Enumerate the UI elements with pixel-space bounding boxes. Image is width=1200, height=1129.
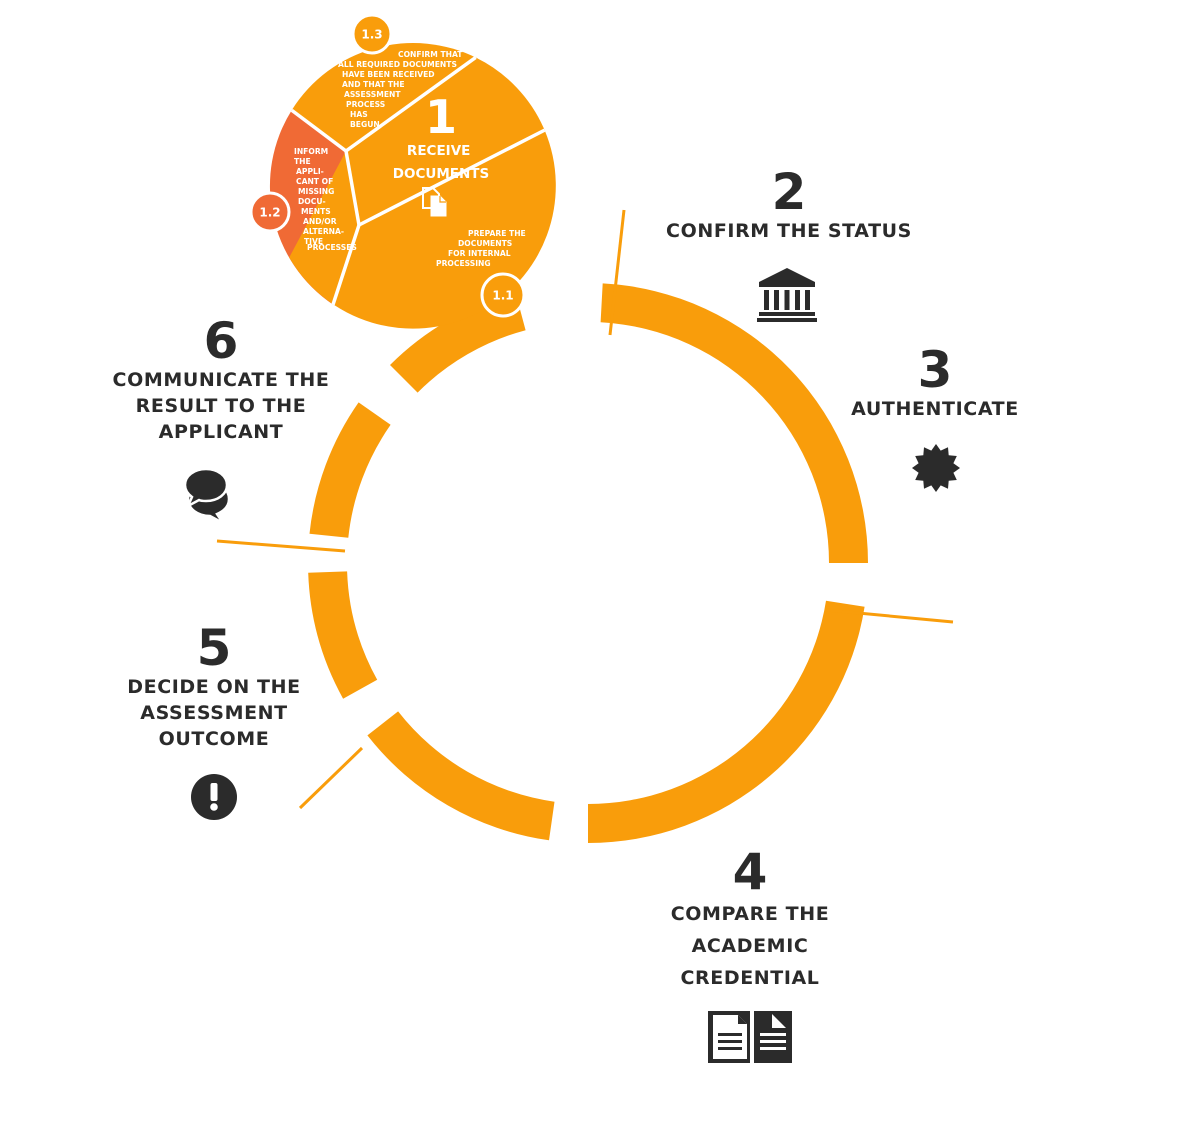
step-6-label: 6 COMMUNICATE THE RESULT TO THE APPLICAN…	[90, 315, 352, 445]
step1-pie: 1 RECEIVE DOCUMENTS CONFIRM THAT ALL REQ…	[249, 13, 556, 329]
compare-documents-icon	[708, 1011, 792, 1063]
step-2-title: CONFIRM THE STATUS	[666, 220, 912, 242]
separator-line	[608, 209, 626, 336]
svg-text:1.3: 1.3	[361, 28, 382, 42]
pie-divider	[290, 108, 348, 153]
exclamation-circle-icon	[191, 774, 237, 820]
step-3-label: 3 AUTHENTICATE	[836, 344, 1034, 422]
pie-divider	[358, 128, 546, 227]
step-5-title: DECIDE ON THE ASSESSMENT OUTCOME	[127, 676, 301, 750]
svg-text:1.2: 1.2	[259, 206, 280, 220]
badge-1.1: 1.1	[480, 272, 526, 318]
badge-1.2: 1.2	[249, 191, 291, 233]
seal-badge-icon	[912, 444, 960, 492]
pie-text-1.3: CONFIRM THAT ALL REQUIRED DOCUMENTS HAVE…	[338, 50, 465, 129]
ring-segment-1-2	[390, 292, 526, 393]
step-4-title: COMPARE THE ACADEMIC CREDENTIAL	[670, 903, 830, 989]
pie-segment-main	[346, 57, 545, 225]
step-2-number: 2	[771, 163, 807, 221]
step-5-number: 5	[196, 619, 232, 677]
pie-divider	[331, 224, 361, 306]
step-6-title: COMMUNICATE THE RESULT TO THE APPLICANT	[112, 369, 330, 443]
pie-segment-1.3	[291, 43, 478, 151]
step-4-number: 4	[732, 843, 768, 901]
separator-line	[216, 539, 346, 553]
pie-divider	[344, 150, 361, 226]
step-2-label: 2 CONFIRM THE STATUS	[648, 166, 930, 244]
step-3-title: AUTHENTICATE	[851, 398, 1019, 420]
step1-title: RECEIVE DOCUMENTS	[393, 143, 489, 182]
pie-text-1.1: PREPARE THE DOCUMENTS FOR INTERNAL PROCE…	[436, 229, 528, 268]
pie-text-1.2: INFORM THE APPLI- CANT OF MISSING DOCU- …	[294, 147, 357, 252]
ring-segment-4-5	[367, 711, 555, 841]
bank-building-icon	[757, 268, 817, 322]
separator-line	[298, 746, 364, 810]
step-6-number: 6	[203, 312, 239, 370]
step1-number: 1	[425, 90, 457, 144]
chat-bubbles-icon	[183, 467, 231, 525]
cycle-separators	[216, 209, 954, 810]
pie-divider	[344, 56, 477, 153]
step-4-label: 4 COMPARE THE ACADEMIC CREDENTIAL	[640, 846, 860, 994]
step-3-number: 3	[917, 341, 953, 399]
svg-text:1.1: 1.1	[492, 289, 513, 303]
ring-segment-3-4	[588, 600, 865, 843]
documents-icon	[422, 187, 447, 217]
ring-segment-5-6	[308, 571, 378, 699]
ring-segment-6-1	[309, 402, 391, 538]
step-5-label: 5 DECIDE ON THE ASSESSMENT OUTCOME	[104, 622, 324, 752]
pie-dividers	[290, 56, 546, 306]
cycle-ring	[308, 283, 868, 843]
separator-line	[825, 608, 954, 624]
ring-segment-2-3	[600, 283, 868, 563]
badge-1.3: 1.3	[351, 13, 393, 55]
